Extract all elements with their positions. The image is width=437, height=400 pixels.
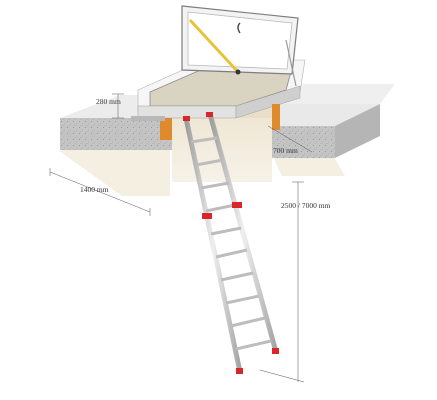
- dimension-lines: [49, 93, 313, 383]
- gas-strut: [188, 18, 240, 74]
- ladder-joints: [183, 112, 279, 374]
- dim-line-1400: [49, 171, 151, 213]
- opening-width-label: 700 mm: [273, 146, 298, 155]
- strut-pivot-icon: [235, 69, 241, 75]
- lid-stay: [285, 39, 297, 87]
- ladder-rail-left: [183, 117, 243, 373]
- hinge-bracket-left: [160, 118, 172, 140]
- slab-side-right: [335, 104, 380, 158]
- concrete-slab: [60, 84, 395, 158]
- ladder-rungs: [190, 136, 272, 351]
- lid-handle-icon: [237, 22, 241, 34]
- ladder-rail-right: [207, 113, 279, 353]
- hinge-bracket-right: [272, 104, 280, 130]
- opening-length-label: 1400 mm: [80, 185, 109, 194]
- folding-ladder: [183, 112, 279, 374]
- curb-height-label: 280 mm: [96, 97, 121, 106]
- slab-front-left: [60, 118, 172, 150]
- dim-line-700: [267, 125, 313, 153]
- slab-front-right: [272, 126, 335, 158]
- ceiling-height-label: 2500 / 7000 mm: [281, 201, 331, 210]
- hatch-lid-open: [181, 5, 299, 87]
